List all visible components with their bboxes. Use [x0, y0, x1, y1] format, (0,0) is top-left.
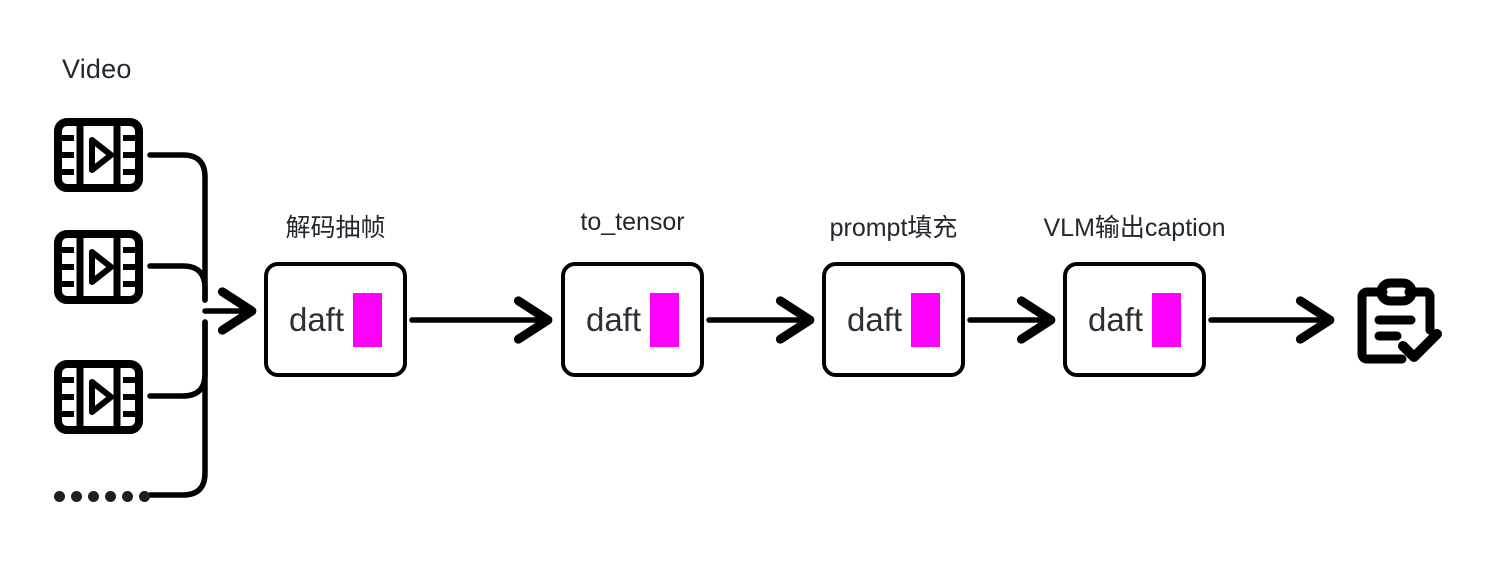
stage-engine-label: daft: [846, 301, 903, 338]
pipeline-stage[interactable]: to_tensor daft: [561, 208, 704, 377]
stage-engine-label: daft: [1087, 301, 1144, 338]
stage-label: prompt填充: [829, 214, 958, 242]
clipboard-check-icon: [1346, 278, 1446, 372]
stage-color-swatch: [1152, 292, 1182, 347]
stage-label: 解码抽帧: [285, 214, 386, 242]
source-ellipsis: [54, 487, 150, 505]
ellipsis-dot: [54, 490, 65, 502]
stage-color-swatch: [353, 292, 383, 347]
ellipsis-dot: [105, 490, 116, 502]
stage-box[interactable]: daft: [1063, 262, 1206, 377]
stage-label: to_tensor: [580, 208, 685, 236]
ellipsis-dot: [122, 490, 133, 502]
stage-box[interactable]: daft: [561, 262, 704, 377]
stage-box[interactable]: daft: [822, 262, 965, 377]
film-strip-icon: [54, 230, 143, 304]
ellipsis-dot: [139, 490, 150, 502]
source-fan-in-wires: [147, 152, 208, 498]
stage-engine-label: daft: [288, 301, 345, 338]
stage-engine-label: daft: [585, 301, 642, 338]
pipeline-stage[interactable]: 解码抽帧 daft: [264, 214, 407, 377]
ellipsis-dot: [71, 490, 82, 502]
ellipsis-dot: [88, 490, 99, 502]
stage-color-swatch: [650, 292, 680, 347]
stage-box[interactable]: daft: [264, 262, 407, 377]
stage-label: VLM输出caption: [1043, 214, 1226, 242]
source-label: Video: [62, 54, 132, 84]
pipeline-stage[interactable]: VLM输出caption daft: [1043, 214, 1226, 377]
film-strip-icon: [54, 360, 143, 434]
stage-color-swatch: [911, 292, 941, 347]
pipeline-stage[interactable]: prompt填充 daft: [822, 214, 965, 377]
film-strip-icon: [54, 118, 143, 192]
